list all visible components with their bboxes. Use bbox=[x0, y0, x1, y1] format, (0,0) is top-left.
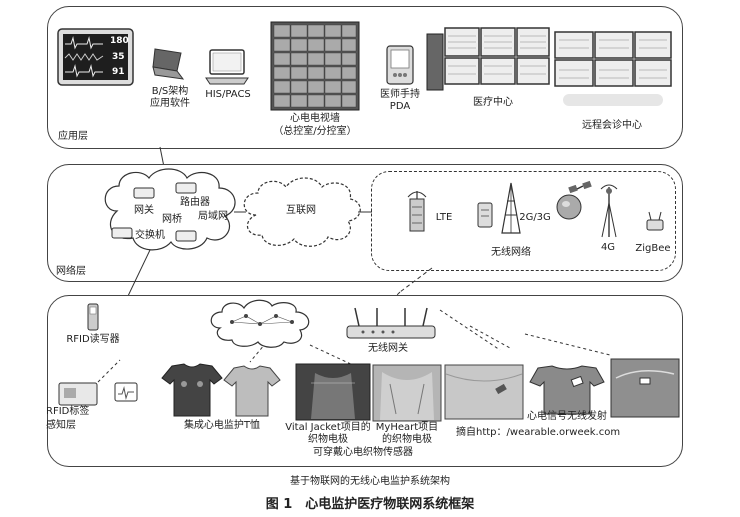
myheart-image bbox=[372, 364, 442, 422]
pda-label-line2: PDA bbox=[389, 101, 411, 112]
switch-device-icon bbox=[111, 227, 133, 239]
gateway-device-icon bbox=[133, 187, 155, 199]
ecg-tshirt-dark-image bbox=[161, 363, 223, 417]
vital-jacket-label-line1: Vital Jacket项目的 bbox=[285, 422, 371, 433]
vital-jacket-image bbox=[295, 363, 371, 421]
vital-jacket-label-line2: 织物电极 bbox=[308, 434, 348, 445]
his-laptop-icon bbox=[205, 49, 249, 85]
figure-subtitle: 基于物联网的无线心电监护系统架构 bbox=[290, 476, 450, 487]
video-wall-icon bbox=[270, 21, 360, 111]
rfid-reader-icon bbox=[87, 303, 99, 331]
wearable-skin-sensor-image bbox=[444, 364, 524, 420]
remote-consultation-icon bbox=[554, 31, 672, 87]
4g-tower-icon bbox=[600, 184, 618, 238]
myheart-label-line1: MyHeart项目 bbox=[375, 422, 439, 433]
remote-consultation-shadow bbox=[563, 94, 663, 106]
zigbee-device-icon bbox=[646, 211, 664, 231]
rfid-tag-icon bbox=[58, 382, 98, 406]
g23-label: 2G/3G bbox=[519, 212, 551, 223]
sensor-cloud bbox=[210, 299, 310, 348]
ecg-tshirt-light-image bbox=[223, 365, 281, 417]
wireless-network-label: 无线网络 bbox=[491, 247, 531, 258]
wireless-emit-label: 心电信号无线发射 bbox=[527, 411, 607, 422]
his-pacs-label: HIS/PACS bbox=[205, 89, 251, 100]
satellite-dish-icon bbox=[556, 194, 582, 220]
bs-label-line2: 应用软件 bbox=[150, 98, 190, 109]
monitor-value-spo2: 91 bbox=[112, 67, 125, 77]
server-unit-icon bbox=[477, 202, 493, 228]
lan-label: 局域网 bbox=[198, 211, 228, 222]
application-layer-label: 应用层 bbox=[58, 131, 88, 142]
wireless-emit-image bbox=[610, 358, 680, 418]
monitor-value-resp: 35 bbox=[112, 52, 125, 62]
myheart-label-line2: 的织物电极 bbox=[382, 434, 432, 445]
wireless-gateway-label: 无线网关 bbox=[368, 343, 408, 354]
patient-monitor-icon bbox=[57, 28, 134, 86]
switch-label: 交换机 bbox=[135, 230, 165, 241]
sensing-layer-label-line1: RFID标签 bbox=[46, 406, 90, 417]
sensing-terminal-icon bbox=[114, 382, 138, 402]
bridge-label: 网桥 bbox=[162, 214, 182, 225]
gateway-label: 网关 bbox=[134, 205, 154, 216]
figure-title: 图 1 心电监护医疗物联网系统框架 bbox=[265, 497, 475, 512]
monitor-value-hr: 180 bbox=[110, 36, 129, 46]
internet-label: 互联网 bbox=[286, 205, 316, 216]
sensing-layer-label-line2: 感知层 bbox=[46, 420, 76, 431]
remote-consultation-label: 远程会诊中心 bbox=[582, 120, 642, 131]
pda-label-line1: 医师手持 bbox=[380, 89, 420, 100]
medical-center-workstation-icon bbox=[426, 27, 550, 91]
lte-label: LTE bbox=[435, 212, 453, 223]
wireless-network-box bbox=[371, 171, 676, 271]
zigbee-label: ZigBee bbox=[635, 243, 671, 254]
bs-label-line1: B/S架构 bbox=[151, 86, 189, 97]
ecg-tshirt-label: 集成心电监护T恤 bbox=[183, 420, 261, 431]
internet-cloud bbox=[243, 177, 361, 247]
source-label: 摘自http：/wearable.orweek.com bbox=[456, 427, 621, 438]
laptop-icon bbox=[152, 48, 185, 80]
network-layer-label: 网络层 bbox=[56, 266, 86, 277]
video-wall-label-line2: （总控室/分控室） bbox=[273, 126, 357, 137]
wireless-gateway-router-icon bbox=[346, 307, 436, 339]
video-wall-label-line1: 心电电视墙 bbox=[290, 113, 340, 124]
wearable-sensor-label: 可穿戴心电织物传感器 bbox=[313, 447, 413, 458]
lte-tower-icon bbox=[407, 191, 427, 232]
router-device-icon bbox=[175, 182, 197, 194]
pda-icon bbox=[386, 45, 414, 85]
rfid-reader-label: RFID读写器 bbox=[66, 334, 120, 345]
satellite-icon bbox=[568, 180, 592, 194]
medical-center-label: 医疗中心 bbox=[473, 97, 513, 108]
router-label: 路由器 bbox=[180, 197, 210, 208]
4g-label: 4G bbox=[600, 242, 616, 253]
lan-device-icon bbox=[175, 230, 197, 242]
cell-tower-icon bbox=[501, 182, 521, 234]
ecg-transmitter-shirt-image bbox=[529, 365, 605, 415]
